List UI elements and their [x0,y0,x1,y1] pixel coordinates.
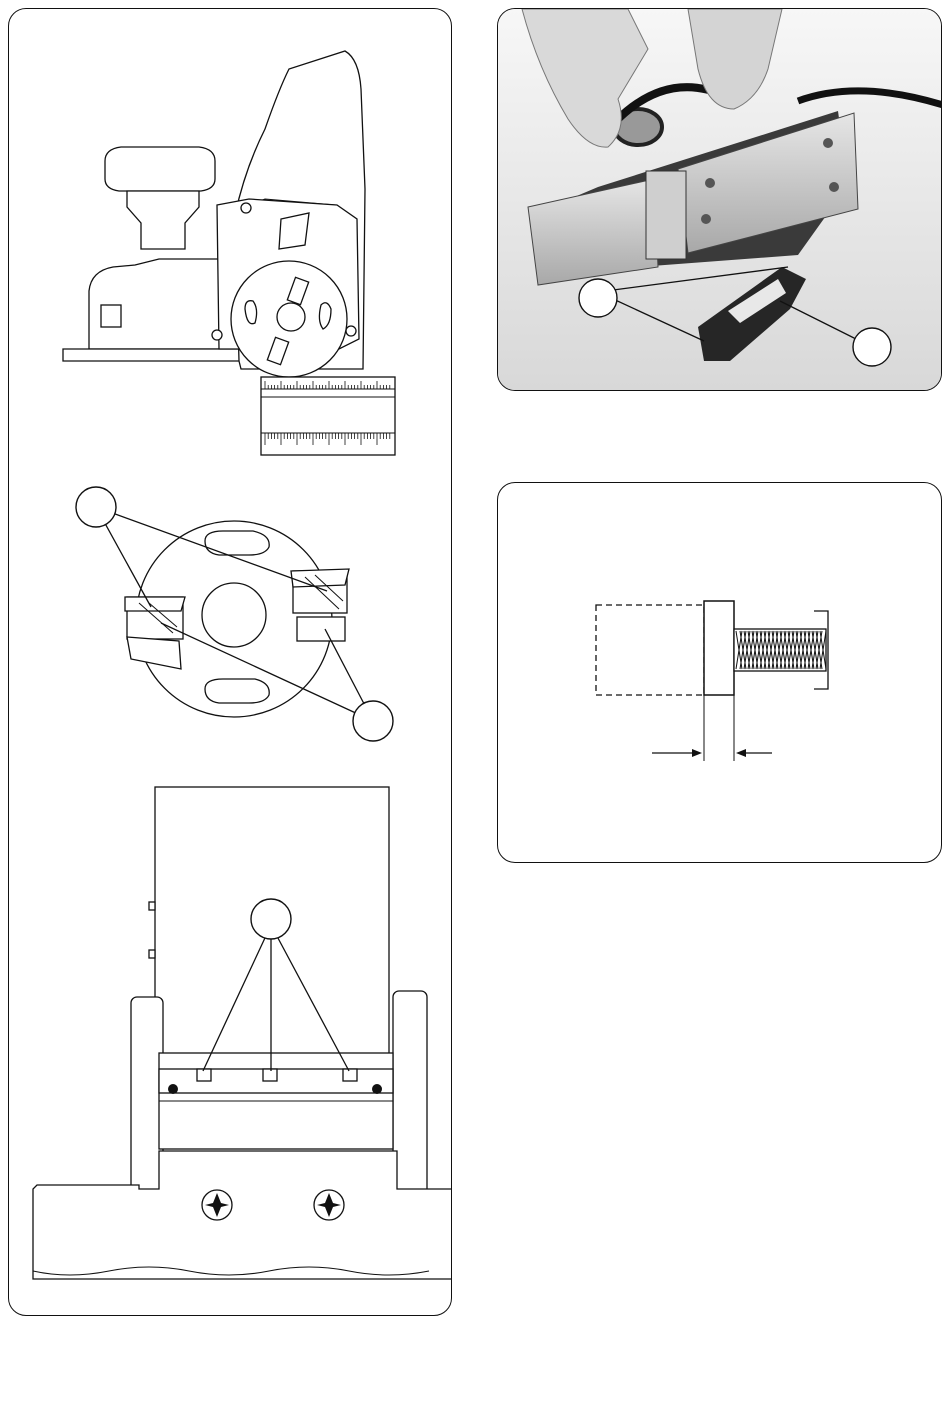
blade-screw [263,1069,277,1081]
right-wedge [297,617,345,641]
cutter-drum-detail [76,487,393,741]
drum-slot [205,679,269,703]
blade-detail-svg [498,483,942,863]
plate-screw-icon [701,214,711,224]
right-side-guard [393,991,427,1195]
planer-front-view [33,787,452,1279]
drum-slot [205,531,269,555]
knob-icon [105,147,215,191]
cover-slot [279,213,309,249]
left-wedge [127,637,181,669]
blade-holder [646,171,686,259]
housing-tab [149,950,155,958]
left-figures-svg [9,9,452,1316]
base-window [101,305,121,327]
drum-bore [202,583,266,647]
arrow-right-icon [692,749,702,757]
housing-tab [149,902,155,910]
front-base [33,1151,452,1279]
photo-panel [497,8,942,391]
base-screw-icon [202,1190,232,1220]
right-blade-edge [291,569,349,587]
cover-screw-icon [241,203,251,213]
plate-screw-icon [823,138,833,148]
blade-screw [343,1069,357,1081]
cover-screw-icon [212,330,222,340]
knob-stem [127,191,199,249]
blade-section [704,601,734,695]
arrow-left-icon [736,749,746,757]
plate-screw-icon [829,182,839,192]
callout-circle-5 [853,328,891,366]
planer-sole [63,349,245,361]
blade-detail-panel [497,482,942,863]
callout-circle-3 [251,899,291,939]
planer-side-view [63,51,395,455]
left-side-guard [131,997,163,1193]
strip-screw-icon [168,1084,178,1094]
cover-screw-icon [346,326,356,336]
plate-screw-icon [705,178,715,188]
photo-svg [498,9,942,391]
strip-screw-icon [372,1084,382,1094]
blade-screw [197,1069,211,1081]
left-figure-panel [8,8,452,1316]
callout-circle-4 [579,279,617,317]
callout-circle-1 [76,487,116,527]
workpiece-dashed-outline [596,605,704,695]
left-blade-edge [125,597,185,611]
drum-hub [277,303,305,331]
base-screw-icon [314,1190,344,1220]
callout-circle-2 [353,701,393,741]
